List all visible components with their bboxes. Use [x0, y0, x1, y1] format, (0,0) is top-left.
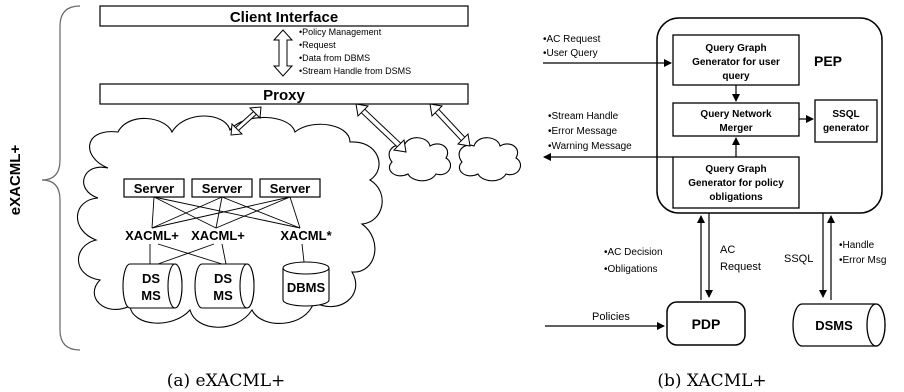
ssql-gen-label: SSQL — [832, 109, 859, 120]
dsms-cylinder — [194, 263, 255, 309]
client-proxy-arrow — [272, 29, 294, 77]
qn-merger-label: Query Network — [700, 109, 772, 120]
dsms-output-label: •Error Msg — [839, 255, 886, 266]
qn-merger-box — [672, 102, 800, 137]
qg-user-label: Generator for user — [692, 57, 780, 68]
xacml-label: XACML* — [280, 228, 332, 243]
dsms-cylinder — [122, 263, 183, 309]
qg-policy-box — [672, 156, 800, 209]
proxy-cloud-arrow — [230, 106, 262, 136]
client-message: •Stream Handle from DSMS — [299, 66, 411, 76]
caption-b: (b) XACML+ — [657, 371, 766, 391]
proxy-cloud-arrow — [355, 103, 407, 153]
output-label: •Error Message — [548, 126, 618, 137]
ac-request-label: AC — [720, 244, 735, 256]
qg-policy-label: Query Graph — [705, 164, 766, 175]
input-label: •AC Request — [543, 34, 601, 45]
qg-user-label: query — [722, 71, 750, 82]
pep-label: PEP — [814, 53, 842, 69]
ds1-label: DS — [142, 271, 160, 286]
pdp-output-label: •AC Decision — [604, 247, 663, 258]
proxy-box — [99, 83, 469, 105]
dsms-store-label: DSMS — [815, 318, 853, 333]
panel-a: eXACML+ Client Interface •Policy Managem… — [7, 5, 521, 391]
output-label: •Warning Message — [548, 141, 632, 152]
qg-policy-label: obligations — [709, 192, 763, 203]
side-label: eXACML+ — [7, 145, 24, 216]
client-message: •Policy Management — [299, 27, 382, 37]
dsms-output-label: •Handle — [839, 240, 875, 251]
pdp-box — [666, 301, 746, 346]
server-label: Server — [270, 181, 310, 196]
input-label: •User Query — [543, 48, 598, 59]
server-connections — [151, 196, 301, 229]
server-label: Server — [134, 181, 174, 196]
xacml-label: XACML+ — [125, 228, 179, 243]
ac-request-label: Request — [720, 261, 761, 273]
pdp-output-label: •Obligations — [604, 264, 658, 275]
qg-user-box — [672, 34, 800, 86]
small-cloud-shape — [458, 137, 521, 182]
policies-label: Policies — [592, 311, 630, 323]
storage-connections — [149, 243, 305, 265]
client-interface-box — [99, 5, 469, 27]
qn-merger-label: Merger — [719, 123, 752, 134]
caption-a: (a) eXACML+ — [167, 371, 286, 391]
proxy-cloud-arrow — [429, 103, 471, 147]
client-interface-label: Client Interface — [230, 9, 338, 26]
ssql-label: SSQL — [784, 253, 813, 265]
ssql-gen-label: generator — [823, 123, 869, 134]
ds2-label: DS — [214, 271, 232, 286]
ssql-gen-box — [814, 99, 878, 143]
client-message: •Request — [299, 40, 336, 50]
panel-b: PEP •AC Request •User Query Query Graph … — [543, 17, 886, 391]
xacml-label: XACML+ — [191, 228, 245, 243]
server-label: Server — [202, 181, 242, 196]
pdp-label: PDP — [692, 316, 721, 332]
left-brace — [41, 5, 81, 351]
qg-user-label: Query Graph — [705, 43, 766, 54]
qg-policy-label: Generator for policy — [688, 178, 784, 189]
output-label: •Stream Handle — [548, 111, 619, 122]
dbms-label: DBMS — [287, 280, 326, 295]
proxy-label: Proxy — [263, 87, 305, 104]
ds2-label: MS — [213, 288, 233, 303]
ds1-label: MS — [141, 288, 161, 303]
client-message: •Data from DBMS — [299, 53, 370, 63]
dsms-store-cylinder — [792, 303, 886, 347]
dbms-cylinder — [282, 261, 330, 307]
